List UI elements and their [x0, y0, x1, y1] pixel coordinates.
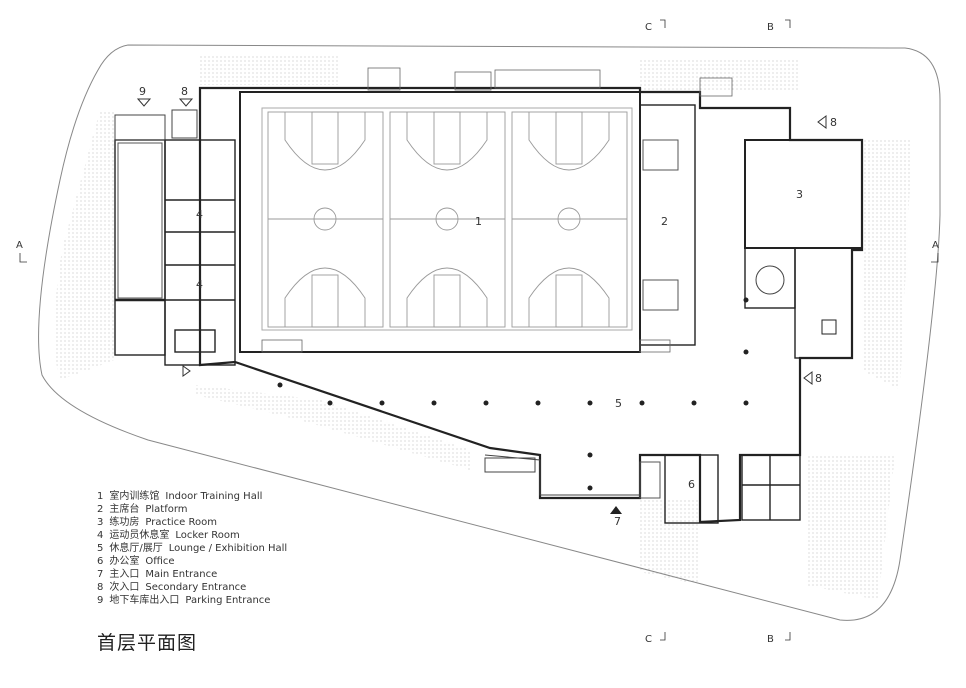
parking-entrance-marker: [136, 98, 152, 107]
building-walls: [198, 86, 864, 524]
lounge-columns: [277, 297, 749, 491]
legend-zh: 练功房: [109, 517, 140, 528]
secondary-entrance-marker-right-top: [817, 115, 827, 129]
stairs: [261, 67, 733, 353]
plan-title: 首层平面图: [97, 632, 198, 654]
legend-en: Platform: [145, 504, 188, 515]
room-label-1: 1: [475, 215, 482, 228]
legend-num: 5: [97, 543, 104, 554]
landscape-areas: [54, 55, 912, 600]
secondary-entrance-marker-right-mid: [803, 371, 813, 385]
section-mark-c-bottom: C: [645, 634, 652, 645]
room-label-7: 7: [614, 515, 621, 528]
legend-num: 7: [97, 569, 104, 580]
legend-num: 3: [97, 517, 104, 528]
legend-item-2: 2 主席台 Platform: [97, 503, 293, 516]
room-label-8a: 8: [181, 85, 188, 98]
legend-num: 1: [97, 491, 104, 502]
legend-num: 4: [97, 530, 104, 541]
legend-item-9: 9 地下车库出入口 Parking Entrance: [97, 594, 293, 607]
legend-zh: 室内训练馆: [109, 491, 160, 502]
secondary-entrance-marker-top-left: [178, 98, 194, 107]
legend-num: 8: [97, 582, 104, 593]
legend-en: Locker Room: [175, 530, 240, 541]
room-label-4a: 4: [196, 208, 203, 221]
legend-zh: 休息厅/展厅: [109, 543, 163, 554]
room-label-4b: 4: [196, 278, 203, 291]
legend-num: 6: [97, 556, 104, 567]
indoor-training-hall: [239, 91, 641, 353]
legend-en: Office: [145, 556, 175, 567]
legend-en: Secondary Entrance: [145, 582, 247, 593]
section-mark-b-top: B: [767, 22, 774, 33]
room-label-8b: 8: [830, 116, 837, 129]
legend-en: Main Entrance: [145, 569, 218, 580]
basketball-court-3: [511, 111, 628, 328]
entrance-marker-left: [182, 365, 191, 377]
room-label-8c: 8: [815, 372, 822, 385]
legend-item-5: 5 休息厅/展厅 Lounge / Exhibition Hall: [97, 542, 293, 555]
section-mark-a-right: A: [932, 240, 939, 251]
legend-en: Parking Entrance: [185, 595, 271, 606]
legend-zh: 地下车库出入口: [109, 595, 180, 606]
legend-zh: 主入口: [109, 569, 140, 580]
section-marks: [19, 19, 939, 641]
legend-en: Practice Room: [145, 517, 217, 528]
legend-en: Indoor Training Hall: [165, 491, 263, 502]
basketball-court-2: [389, 111, 506, 328]
main-entrance-marker: [610, 506, 622, 514]
platform-area: [639, 104, 696, 346]
legend-en: Lounge / Exhibition Hall: [168, 543, 288, 554]
legend-zh: 次入口: [109, 582, 140, 593]
room-label-5: 5: [615, 397, 622, 410]
room-label-3: 3: [796, 188, 803, 201]
room-label-6: 6: [688, 478, 695, 491]
room-label-9: 9: [139, 85, 146, 98]
section-mark-b-bottom: B: [767, 634, 774, 645]
legend-item-8: 8 次入口 Secondary Entrance: [97, 581, 293, 594]
legend-item-3: 3 练功房 Practice Room: [97, 516, 293, 529]
practice-room: [744, 139, 863, 359]
legend-zh: 运动员休息室: [109, 530, 170, 541]
office-area: [639, 454, 801, 524]
legend-zh: 主席台: [109, 504, 140, 515]
legend-zh: 办公室: [109, 556, 140, 567]
left-wing: [114, 109, 236, 366]
site-boundary: [38, 44, 941, 621]
legend-num: 9: [97, 595, 104, 606]
legend-num: 2: [97, 504, 104, 515]
section-mark-a-left: A: [16, 240, 23, 251]
legend-item-4: 4 运动员休息室 Locker Room: [97, 529, 293, 542]
legend-item-6: 6 办公室 Office: [97, 555, 293, 568]
section-mark-c-top: C: [645, 22, 652, 33]
room-label-2: 2: [661, 215, 668, 228]
basketball-court-1: [267, 111, 384, 328]
legend-item-1: 1 室内训练馆 Indoor Training Hall: [97, 490, 293, 503]
entrance-canopy: [484, 454, 640, 496]
legend-item-7: 7 主入口 Main Entrance: [97, 568, 293, 581]
